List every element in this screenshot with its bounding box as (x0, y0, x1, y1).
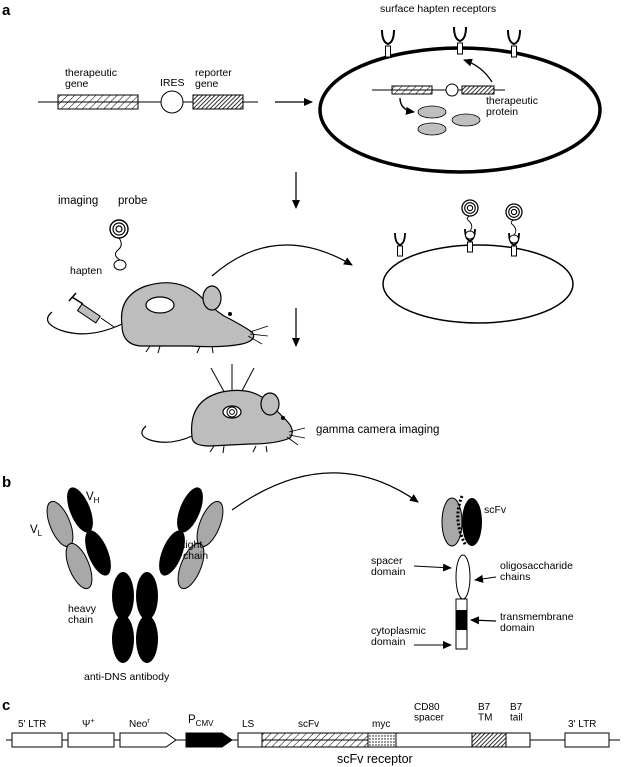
top-cell (318, 46, 602, 174)
cd80-box (395, 732, 473, 748)
panel-c-letter: c (2, 697, 10, 714)
therapeutic-gene-box (57, 94, 139, 110)
imaging-label: imaging (58, 195, 98, 207)
receptor (381, 29, 395, 58)
scfv-label: scFv (484, 504, 507, 516)
scfv-receptor-label: scFv receptor (337, 752, 413, 766)
receptor (453, 26, 467, 55)
syringe-icon (68, 292, 115, 328)
arrow-antibody-to-receptor (231, 472, 419, 511)
transmembrane-arrow (470, 616, 497, 625)
vl-label: VL (30, 524, 43, 538)
neo-label: Neor (129, 718, 150, 730)
probe-label: probe (118, 195, 147, 207)
intracellular-construct (372, 83, 505, 97)
scfv-c-label: scFv (298, 719, 319, 730)
myc-label: myc (372, 719, 390, 730)
therapeutic-protein (417, 105, 481, 136)
panel-a-letter: a (2, 2, 11, 19)
antibody (46, 487, 224, 663)
receptor-with-probe (461, 199, 479, 253)
neo-arrow-box (119, 732, 177, 748)
bound-cell (382, 244, 574, 324)
panel-b-letter: b (2, 474, 11, 491)
mouse-injected (46, 282, 269, 354)
gamma-imaging-label: gamma camera imaging (316, 424, 439, 436)
reporter-gene-box (192, 94, 244, 110)
ls-label: LS (242, 719, 255, 730)
bound-receptors (394, 199, 523, 257)
receptor-with-probe (505, 203, 523, 257)
scfv-receptor (441, 495, 482, 650)
arrow-to-protein (399, 97, 415, 115)
ltr5-box (11, 732, 63, 748)
myc-box (367, 732, 397, 748)
ires-circle (160, 90, 184, 114)
pcmv-arrow-box (185, 732, 233, 748)
imaging-probe (109, 219, 129, 271)
mouse-imaged (141, 389, 306, 454)
receptor (507, 29, 521, 58)
vh-label: VH (86, 491, 100, 505)
arrow-to-receptors (463, 58, 493, 83)
gene-construct (38, 90, 258, 114)
surface-receptors-label: surface hapten receptors (380, 3, 496, 15)
b7tail-box (505, 732, 531, 748)
hapten-label: hapten (70, 265, 102, 277)
spacer-arrow (413, 563, 452, 572)
receptor (394, 232, 406, 257)
ltr3-label: 3' LTR (568, 719, 596, 730)
psi-label: Ψ+ (82, 718, 94, 730)
pcmv-label: PCMV (188, 714, 214, 728)
scfv-box (261, 732, 369, 748)
ltr5-label: 5' LTR (18, 719, 46, 730)
ls-box (237, 732, 263, 748)
oligosaccharide-arrow (474, 574, 497, 583)
ltr3-box (564, 732, 610, 748)
surface-receptors (381, 26, 521, 58)
arrow-probe-to-cell (211, 244, 353, 277)
b7tm-box (471, 732, 507, 748)
antibody-label: anti-DNS antibody (84, 671, 170, 683)
psi-box (67, 732, 115, 748)
probe-signal-icon (222, 405, 242, 419)
ires-label: IRES (160, 77, 185, 89)
